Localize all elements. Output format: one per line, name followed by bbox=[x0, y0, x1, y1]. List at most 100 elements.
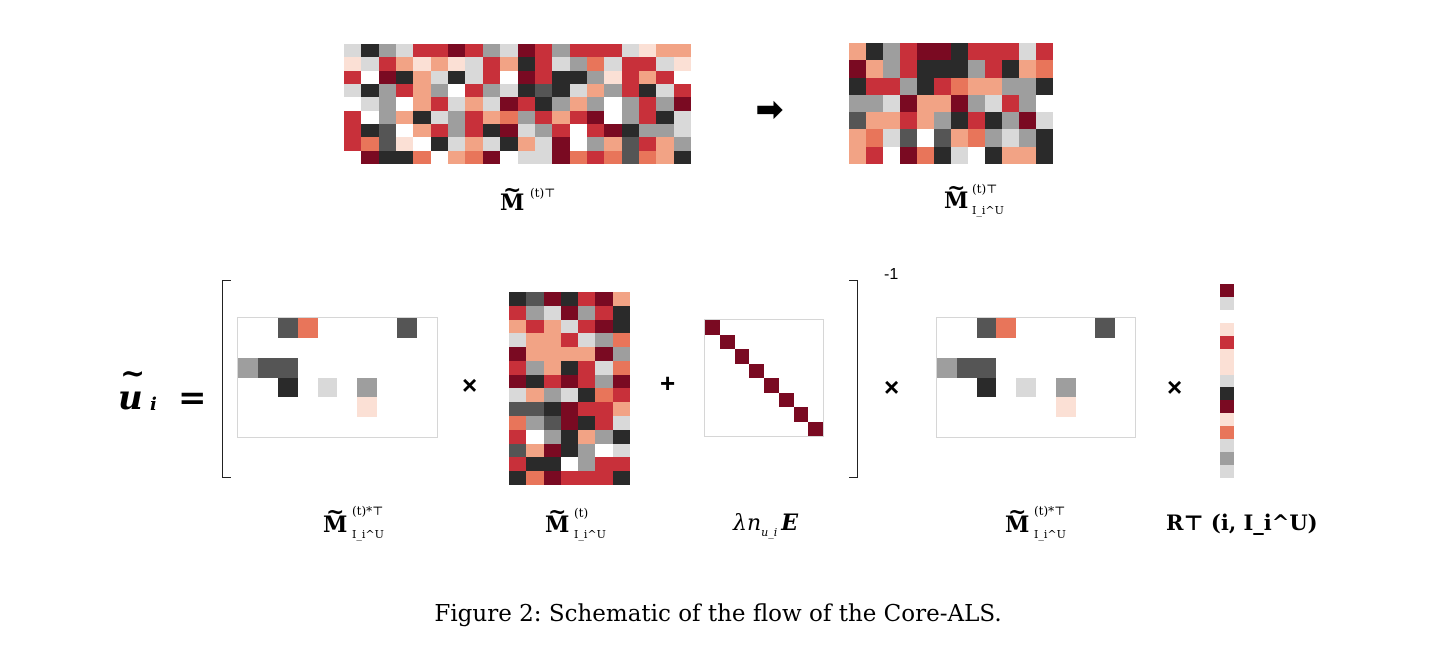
matrix-cell bbox=[612, 402, 630, 417]
matrix-cell bbox=[638, 97, 657, 111]
matrix-cell bbox=[604, 57, 622, 71]
matrix-cell bbox=[509, 374, 527, 389]
matrix-cell bbox=[465, 70, 483, 84]
matrix-cell bbox=[917, 60, 934, 78]
matrix-cell bbox=[705, 349, 720, 364]
matrix-cell bbox=[595, 360, 613, 375]
matrix-cell bbox=[543, 319, 561, 334]
matrix-cell bbox=[509, 471, 527, 485]
matrix-cell bbox=[1220, 452, 1234, 466]
matrix-cell bbox=[764, 334, 779, 349]
matrix-cell bbox=[448, 97, 466, 111]
matrix-cell bbox=[621, 123, 639, 138]
matrix-cell bbox=[344, 110, 362, 124]
matrix-cell bbox=[621, 137, 639, 151]
arrow-icon: ➡ bbox=[756, 91, 783, 127]
matrix-cell bbox=[337, 417, 358, 437]
matrix-cell bbox=[465, 57, 483, 71]
matrix-cell bbox=[397, 377, 418, 398]
matrix-cell bbox=[552, 44, 570, 58]
matrix-cell bbox=[705, 407, 720, 422]
matrix-cell bbox=[361, 123, 379, 138]
matrix-cell bbox=[968, 146, 985, 164]
matrix-cell bbox=[509, 457, 527, 472]
matrix-cell bbox=[1035, 357, 1056, 378]
matrix-cell bbox=[705, 320, 720, 335]
matrix-cell bbox=[277, 397, 298, 418]
matrix-cell bbox=[482, 70, 501, 84]
matrix-cell bbox=[764, 407, 779, 422]
matrix-cell bbox=[951, 129, 968, 147]
matrix-cell bbox=[1036, 146, 1053, 164]
matrix-cell bbox=[808, 421, 823, 436]
matrix-cell bbox=[1115, 357, 1135, 378]
matrix-M-star-sub-transpose-2 bbox=[936, 317, 1136, 438]
matrix-cell bbox=[985, 146, 1002, 164]
matrix-cell bbox=[621, 44, 639, 58]
matrix-cell bbox=[534, 123, 553, 138]
matrix-cell bbox=[793, 378, 809, 393]
matrix-cell bbox=[937, 397, 957, 418]
matrix-cell bbox=[749, 363, 764, 378]
matrix-cell bbox=[430, 83, 449, 98]
matrix-cell bbox=[934, 94, 951, 113]
matrix-cell bbox=[578, 292, 596, 306]
matrix-cell bbox=[1075, 337, 1096, 358]
matrix-cell bbox=[612, 388, 630, 403]
matrix-cell bbox=[883, 94, 900, 113]
matrix-cell bbox=[396, 123, 414, 138]
matrix-cell bbox=[413, 97, 431, 111]
matrix-cell bbox=[413, 150, 431, 164]
matrix-cell bbox=[509, 360, 527, 375]
matrix-cell bbox=[543, 360, 561, 375]
matrix-cell bbox=[552, 123, 570, 138]
matrix-cell bbox=[552, 57, 570, 71]
matrix-cell bbox=[934, 129, 951, 147]
matrix-cell bbox=[509, 429, 527, 444]
matrix-cell bbox=[996, 357, 1017, 378]
matrix-cell bbox=[500, 57, 518, 71]
matrix-cell bbox=[413, 70, 431, 84]
matrix-cell bbox=[1115, 337, 1135, 358]
matrix-cell bbox=[344, 123, 362, 138]
matrix-cell bbox=[578, 471, 596, 485]
matrix-cell bbox=[951, 94, 968, 113]
matrix-cell bbox=[638, 123, 657, 138]
matrix-cell bbox=[900, 94, 917, 113]
matrix-cell bbox=[612, 374, 630, 389]
label-R-transpose: R⊤ (i, I_i^U) bbox=[1166, 510, 1318, 535]
matrix-cell bbox=[764, 392, 779, 407]
matrix-cell bbox=[377, 337, 398, 358]
matrix-cell bbox=[448, 70, 466, 84]
matrix-cell bbox=[238, 337, 258, 358]
matrix-cell bbox=[361, 44, 379, 58]
matrix-cell bbox=[849, 129, 866, 147]
matrix-cell bbox=[430, 97, 449, 111]
matrix-cell bbox=[500, 44, 518, 58]
matrix-cell bbox=[378, 97, 397, 111]
matrix-cell bbox=[749, 378, 764, 393]
matrix-cell bbox=[417, 397, 437, 418]
matrix-cell bbox=[612, 305, 630, 320]
matrix-cell bbox=[1220, 374, 1234, 388]
matrix-cell bbox=[586, 110, 605, 124]
matrix-cell bbox=[621, 70, 639, 84]
matrix-cell bbox=[560, 402, 579, 417]
matrix-cell bbox=[1035, 397, 1056, 418]
matrix-cell bbox=[1115, 397, 1135, 418]
matrix-cell bbox=[1002, 77, 1019, 95]
matrix-cell bbox=[569, 57, 587, 71]
matrix-cell bbox=[595, 429, 613, 444]
matrix-cell bbox=[357, 357, 378, 378]
matrix-cell bbox=[534, 137, 553, 151]
matrix-cell bbox=[517, 150, 535, 164]
matrix-cell bbox=[595, 319, 613, 334]
matrix-cell bbox=[413, 110, 431, 124]
matrix-cell bbox=[705, 392, 720, 407]
matrix-cell bbox=[956, 357, 977, 378]
matrix-cell bbox=[430, 110, 449, 124]
matrix-cell bbox=[378, 44, 397, 58]
matrix-cell bbox=[482, 83, 501, 98]
matrix-cell bbox=[378, 110, 397, 124]
